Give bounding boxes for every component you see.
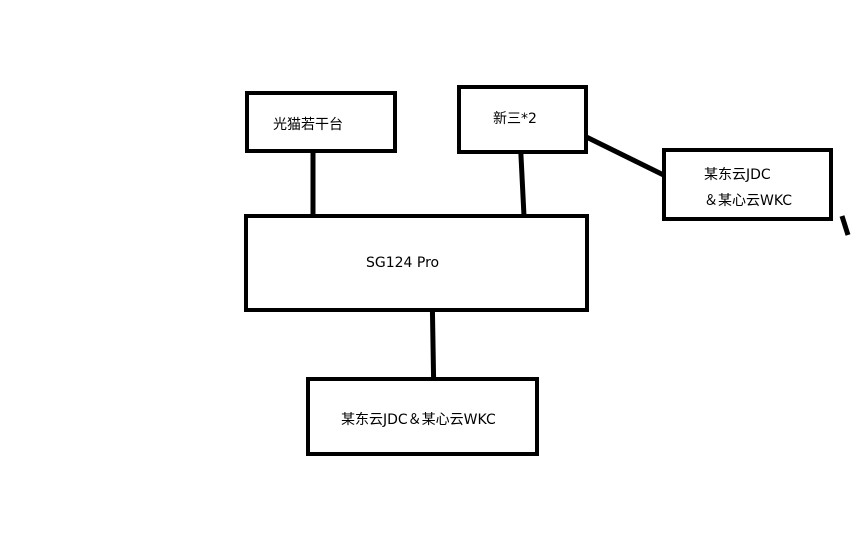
right-device-label-line2: ＆某心云WKC <box>704 193 793 209</box>
bottom-device-label: 某东云JDC＆某心云WKC <box>341 412 496 428</box>
xinsan-label: 新三*2 <box>493 111 537 127</box>
optical-modem-box: 光猫若干台 <box>245 91 397 153</box>
right-device-box: 某东云JDC ＆某心云WKC <box>662 148 833 221</box>
xinsan-box: 新三*2 <box>457 85 588 154</box>
router-label: SG124 Pro <box>366 255 440 271</box>
optical-modem-label: 光猫若干台 <box>273 117 343 133</box>
bottom-device-box: 某东云JDC＆某心云WKC <box>306 377 539 456</box>
right-device-label-line1: 某东云JDC <box>704 167 771 183</box>
stray-stroke <box>839 215 851 236</box>
router-box: SG124 Pro <box>244 214 589 312</box>
